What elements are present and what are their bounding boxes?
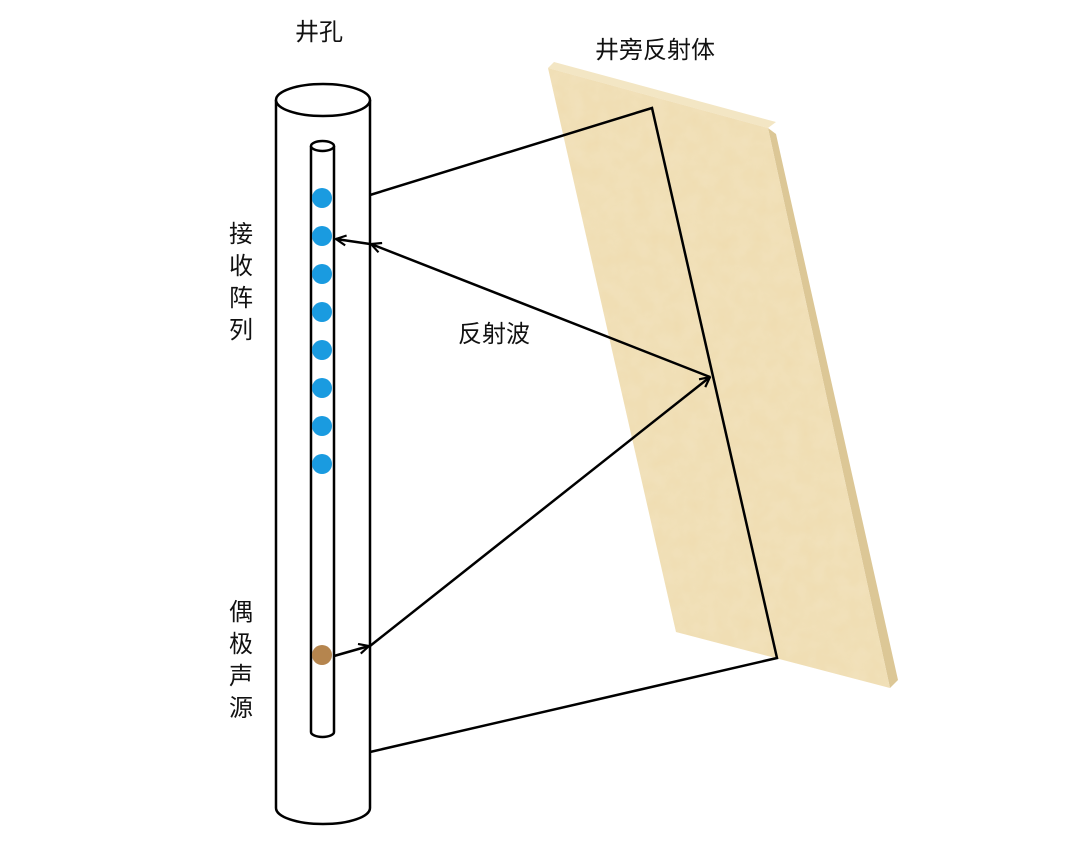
reflected-wave-end [336,239,371,244]
reflector-top-edge [548,62,776,128]
receiver-dot [312,416,332,436]
receiver-dot [312,264,332,284]
reflected-wave [371,244,711,379]
wave-paths [333,239,711,658]
reflector-label: 井旁反射体 [595,36,715,64]
receiver-dot [312,188,332,208]
borehole-label: 井孔 [295,18,343,46]
reflected-wave-label: 反射波 [458,320,530,348]
projection-lines [369,106,779,754]
dipole-source-label: 偶极声源 [229,598,253,722]
receiver-dot [312,378,332,398]
receiver-dot [312,454,332,474]
incident-wave [369,377,710,647]
reflector-side [768,128,898,688]
logging-tool-tube [309,139,336,739]
borehole-cylinder [274,82,372,826]
receiver-array-label: 接收阵列 [229,220,253,344]
receiver-dot [312,340,332,360]
receiver-array [312,188,332,474]
receiver-dot [312,226,332,246]
dipole-source-dot [312,645,332,665]
reflector-slab [548,62,898,688]
incident-wave-start [333,646,369,658]
receiver-dot [312,302,332,322]
